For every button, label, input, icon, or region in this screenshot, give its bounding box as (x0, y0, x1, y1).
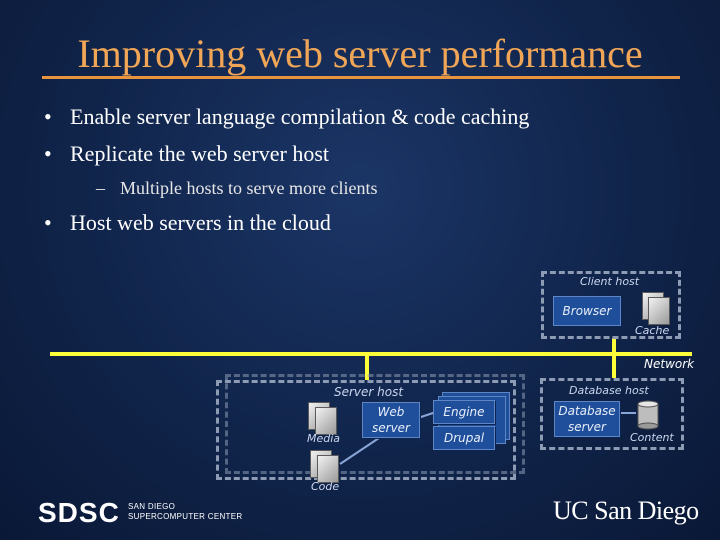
web-server-box: Web server (362, 402, 420, 438)
sdsc-subtitle-line: SUPERCOMPUTER CENTER (128, 512, 243, 521)
client-host-box (541, 271, 681, 339)
database-host-box (540, 378, 684, 450)
sdsc-subtitle-line: SAN DIEGO (128, 502, 176, 511)
bullet-text: Replicate the web server host (70, 141, 330, 166)
title-underline (42, 76, 680, 79)
client-host-label: Client host (580, 275, 640, 288)
media-label: Media (307, 432, 341, 445)
bullet-item: • Host web servers in the cloud (44, 209, 331, 237)
bullet-symbol: • (44, 210, 52, 235)
bullet-symbol: • (44, 104, 52, 129)
server-host-box (216, 380, 516, 480)
cache-file-icon (648, 297, 670, 325)
bullet-item: • Replicate the web server host (44, 140, 329, 168)
sdsc-logo: SDSC (38, 497, 120, 528)
network-label: Network (644, 357, 695, 371)
engine-box: Engine (433, 400, 495, 424)
drupal-box: Drupal (433, 426, 495, 450)
media-file-icon (315, 407, 337, 435)
sub-bullet-item: –Multiple hosts to serve more clients (96, 176, 377, 200)
database-server-box: Database server (554, 401, 620, 437)
content-label: Content (630, 431, 674, 444)
sdsc-logo-subtitle: SAN DIEGO SUPERCOMPUTER CENTER (128, 502, 242, 522)
server-host-label: Server host (334, 385, 404, 399)
code-label: Code (311, 480, 340, 493)
bullet-text: Enable server language compilation & cod… (70, 104, 530, 129)
database-cylinder-icon (637, 400, 659, 430)
webserver-code-link (339, 433, 386, 465)
bullet-text: Host web servers in the cloud (70, 210, 331, 235)
sub-bullet-symbol: – (96, 178, 105, 198)
browser-box: Browser (553, 296, 621, 326)
slide-title: Improving web server performance (77, 31, 643, 76)
ucsd-logo: UC San Diego (553, 496, 699, 525)
cache-label: Cache (635, 324, 670, 337)
bullet-item: • Enable server language compilation & co… (44, 103, 529, 131)
sub-bullet-text: Multiple hosts to serve more clients (120, 178, 378, 198)
bullet-symbol: • (44, 141, 52, 166)
code-file-icon (317, 455, 339, 483)
server-host-box-back (225, 374, 525, 474)
database-host-label: Database host (569, 384, 649, 397)
